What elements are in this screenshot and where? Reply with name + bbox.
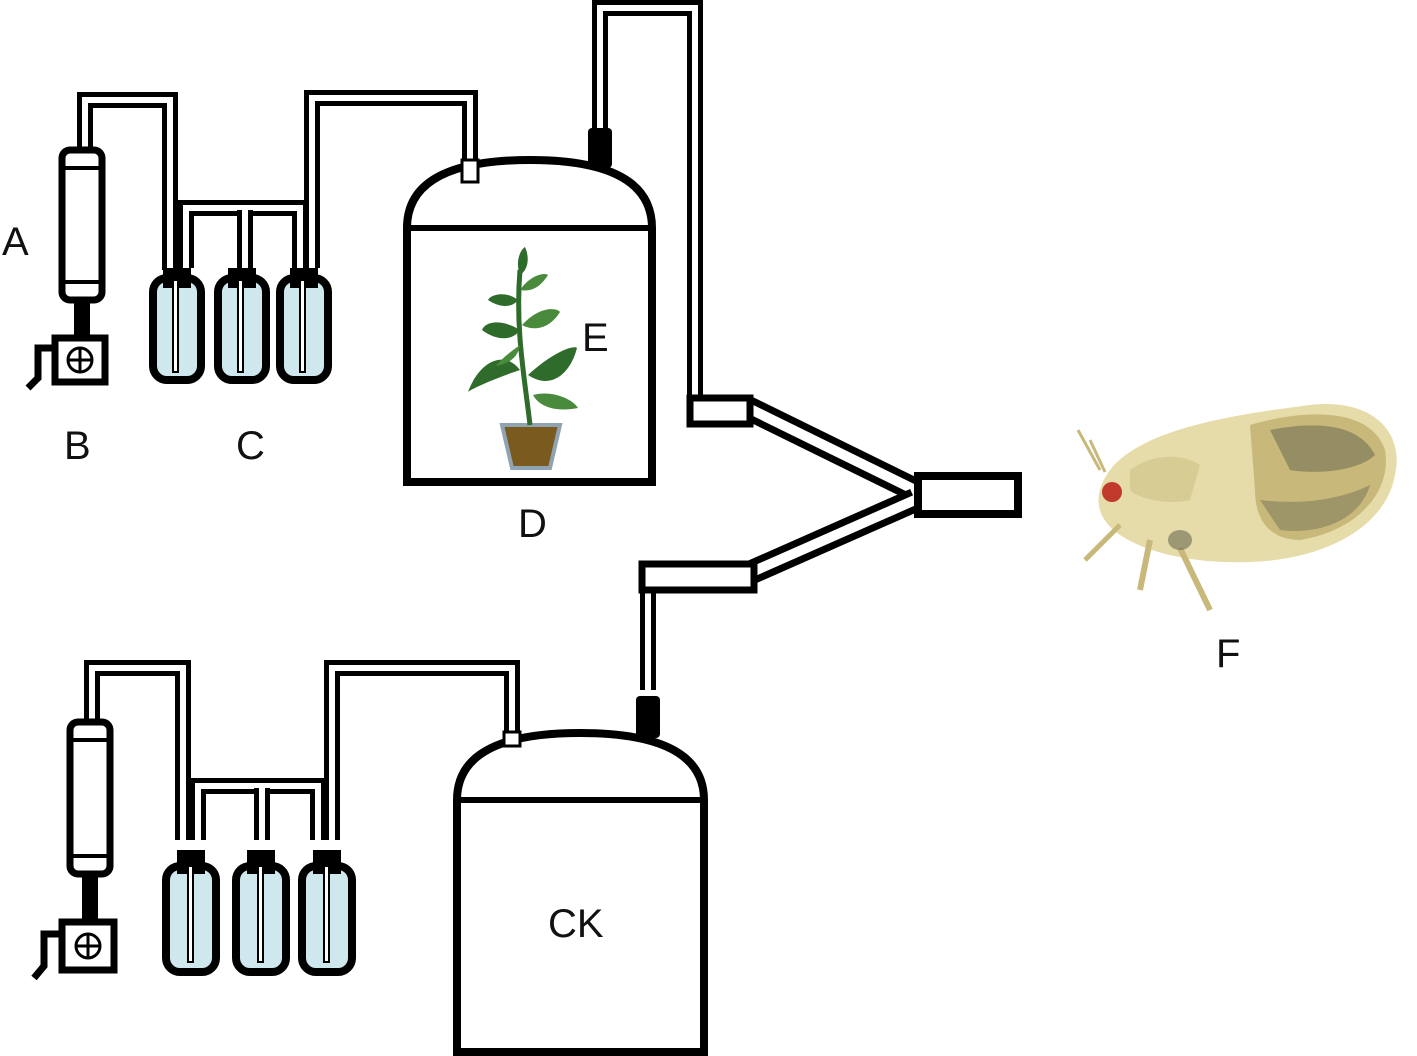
label-ck: CK [548,902,604,946]
y-tube-olfactometer-icon [638,394,1022,594]
label-c: C [236,424,265,468]
charcoal-filter-icon [66,718,114,922]
wash-bottle-icon [149,268,205,384]
label-a: A [2,220,29,264]
charcoal-filter-icon [58,146,106,340]
wash-bottle-icon [232,850,290,976]
wash-bottle-icon [162,850,220,976]
wash-bottle-icon [298,850,356,976]
wash-bottle-icon [276,268,332,384]
label-b: B [64,424,91,468]
air-pump-icon [31,918,118,981]
potted-plant-icon [468,247,578,470]
wash-bottle-icon [214,268,270,384]
control-chamber-icon [453,696,708,1056]
label-d: D [518,502,547,546]
insect-icon [1076,404,1397,612]
lower-air-train [31,564,752,1056]
wash-bottles [162,850,356,976]
upper-air-train [25,0,748,486]
air-pump-icon [25,334,109,391]
label-e: E [582,316,609,360]
wash-bottles [149,268,332,384]
label-f: F [1216,632,1241,676]
